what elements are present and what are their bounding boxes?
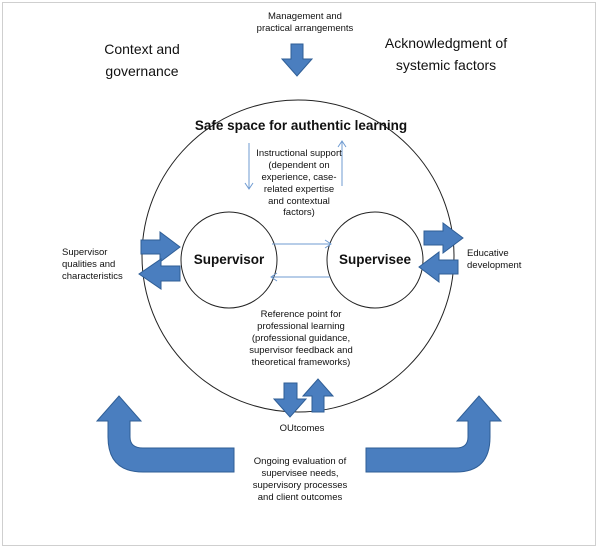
supervisee-label: Supervisee xyxy=(338,252,412,267)
ongoing-evaluation-label: Ongoing evaluation of supervisee needs, … xyxy=(252,456,348,503)
supervisor-to-supervisee-arrowhead xyxy=(324,239,332,249)
management-down-arrow xyxy=(280,43,314,77)
left-arrow-out xyxy=(138,258,181,290)
outcomes-up-arrow xyxy=(301,378,335,413)
bottom-left-curved-arrow xyxy=(95,395,235,473)
instructional-down-arrowhead xyxy=(244,182,254,190)
supervisor-circle xyxy=(180,211,278,309)
educative-development-label: Educative development xyxy=(467,248,522,271)
right-arrow-out xyxy=(423,222,464,254)
supervisee-to-supervisor-arrowhead xyxy=(270,272,278,282)
supervisor-label: Supervisor xyxy=(193,252,265,267)
safe-space-title: Safe space for authentic learning xyxy=(194,118,408,133)
acknowledgment-label: Acknowledgment of systemic factors xyxy=(384,35,508,73)
reference-point-label: Reference point for professional learnin… xyxy=(249,309,353,368)
supervisor-qualities-label: Supervisor qualities and characteristics xyxy=(62,247,123,282)
management-label: Management and practical arrangements xyxy=(256,11,354,34)
outcomes-label: OUtcomes xyxy=(279,423,325,434)
context-label: Context and governance xyxy=(104,41,180,79)
right-arrow-in xyxy=(418,251,459,283)
instructional-support-label: Instructional support (dependent on expe… xyxy=(256,148,342,219)
bottom-right-curved-arrow xyxy=(365,395,503,473)
instructional-up-arrowhead xyxy=(337,140,347,148)
left-arrow-in xyxy=(140,231,181,263)
supervisee-circle xyxy=(326,211,424,309)
diagram-frame xyxy=(2,2,596,546)
outcomes-down-arrow xyxy=(272,382,308,418)
outer-circle xyxy=(141,99,455,413)
